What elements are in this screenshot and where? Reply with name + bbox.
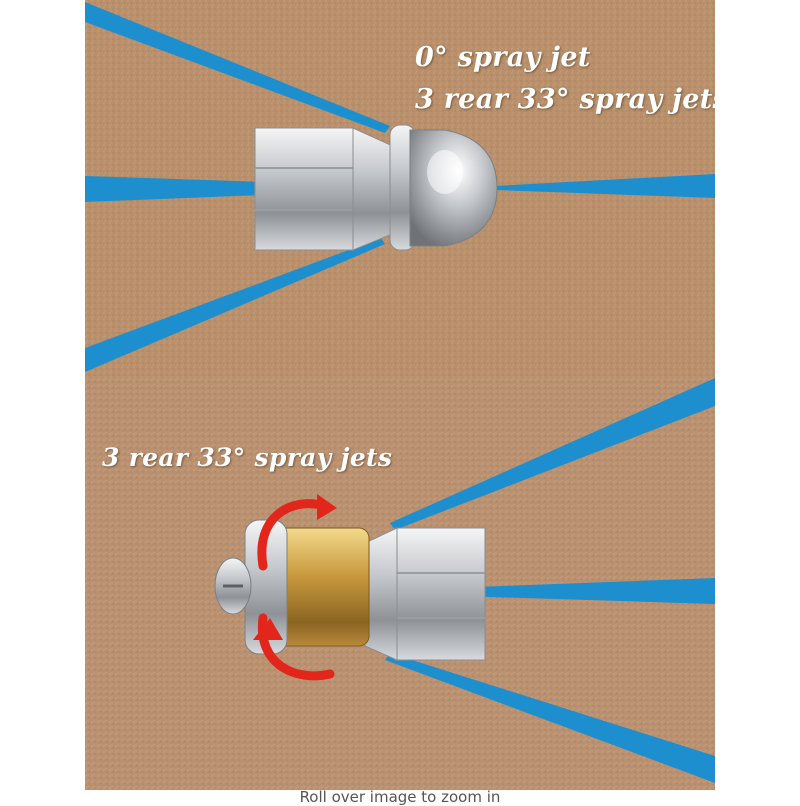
top-caption-line-1: 0° spray jet xyxy=(415,42,591,73)
bottom-caption: 3 rear 33° spray jets xyxy=(102,443,393,472)
zoom-hint: Roll over image to zoom in xyxy=(299,788,501,806)
brass-rotor xyxy=(276,527,370,647)
top-product-panel: 0° spray jet 3 rear 33° spray jets xyxy=(85,0,715,378)
rotation-arrow-icon xyxy=(253,494,337,681)
bottom-nozzle-illustration xyxy=(85,378,715,790)
rear-jet-upper xyxy=(390,378,715,530)
rear-jet-lower xyxy=(385,653,715,783)
bottom-product-panel: 3 rear 33° spray jets xyxy=(85,378,715,790)
front-zero-degree-jet xyxy=(495,174,715,198)
hex-body xyxy=(254,127,354,251)
rear-jet-middle xyxy=(85,176,385,202)
rear-jet-lower xyxy=(85,238,385,372)
top-nozzle-illustration xyxy=(85,0,715,378)
rear-jet-upper xyxy=(85,2,390,133)
rear-jet-middle xyxy=(395,578,715,604)
hex-body xyxy=(394,527,486,661)
top-caption-line-2: 3 rear 33° spray jets xyxy=(415,84,715,115)
